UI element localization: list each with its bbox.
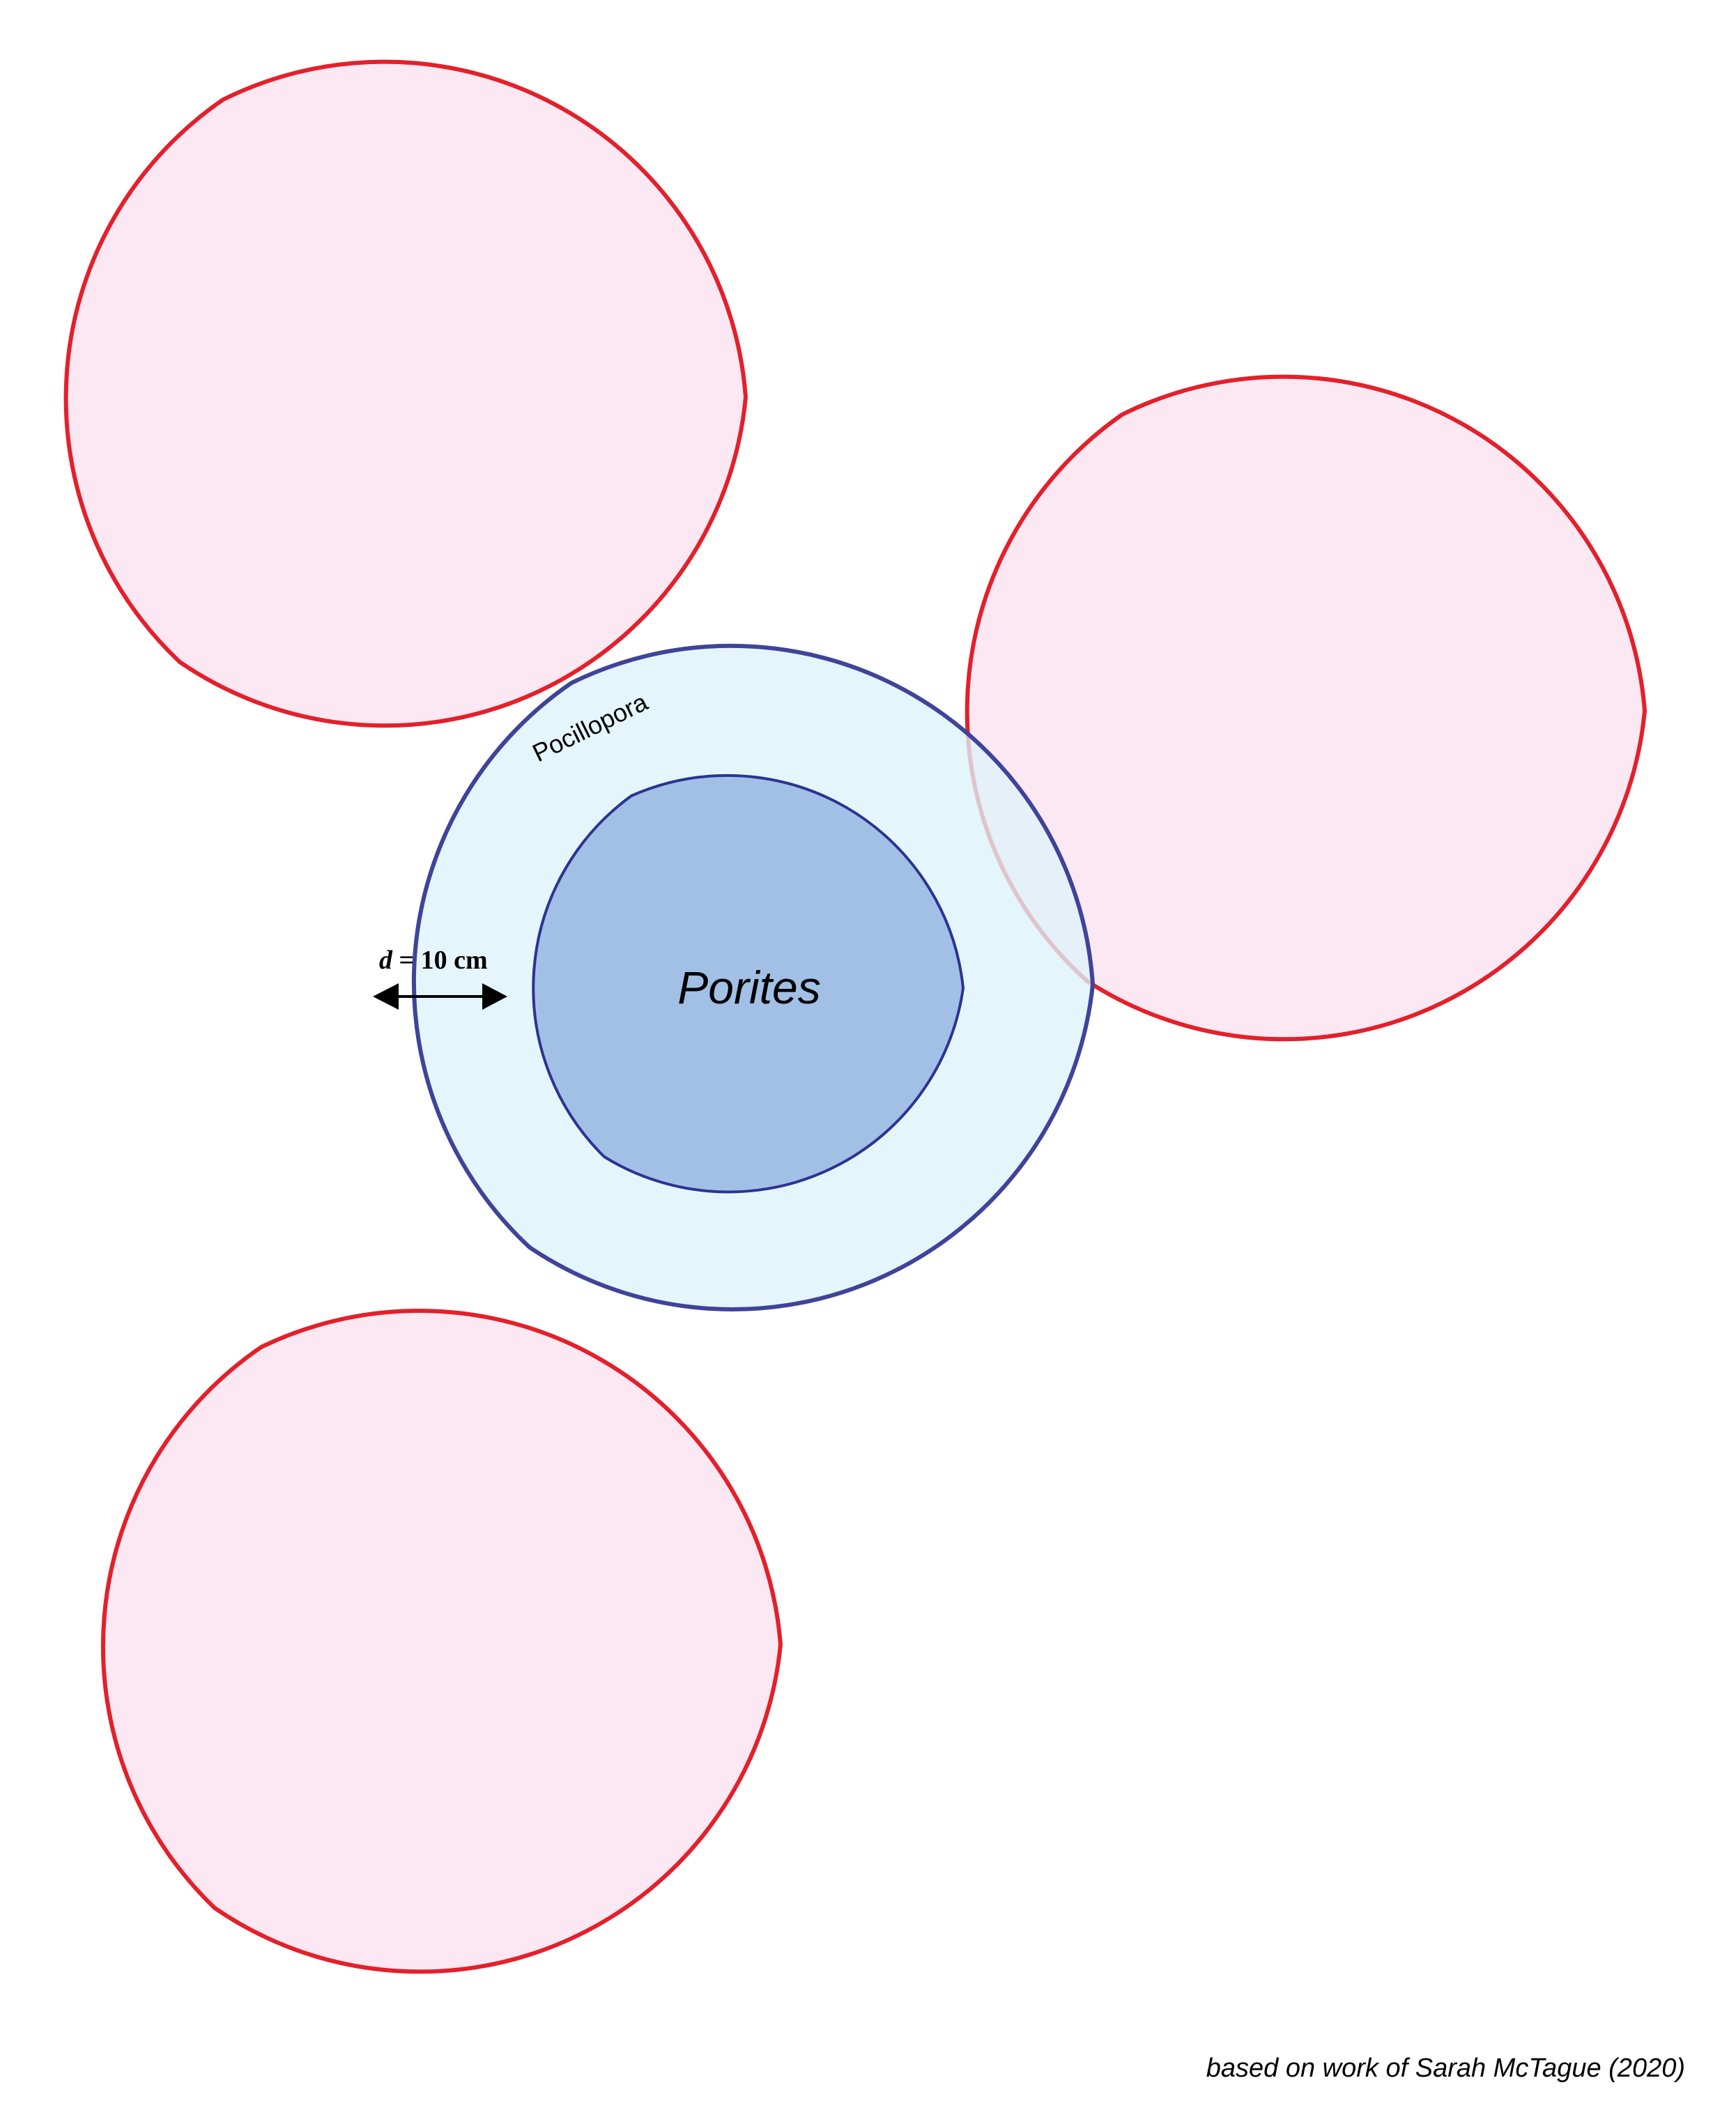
neighbor-colony-bottom-left	[100, 1309, 783, 1974]
distance-arrowhead-right	[482, 983, 507, 1010]
distance-indicator: d = 10 cm	[373, 946, 507, 1010]
porites-label: Porites	[677, 962, 820, 1013]
distance-value: = 10 cm	[392, 946, 488, 975]
distance-label: d = 10 cm	[379, 946, 488, 975]
porites-colony	[532, 774, 965, 1194]
distance-variable: d	[379, 946, 393, 975]
credit-text: based on work of Sarah McTague (2020)	[1206, 2054, 1685, 2083]
neighbor-colony-top-left	[63, 59, 748, 728]
neighbor-colony-right	[965, 374, 1647, 1042]
distance-arrowhead-left	[373, 983, 399, 1010]
